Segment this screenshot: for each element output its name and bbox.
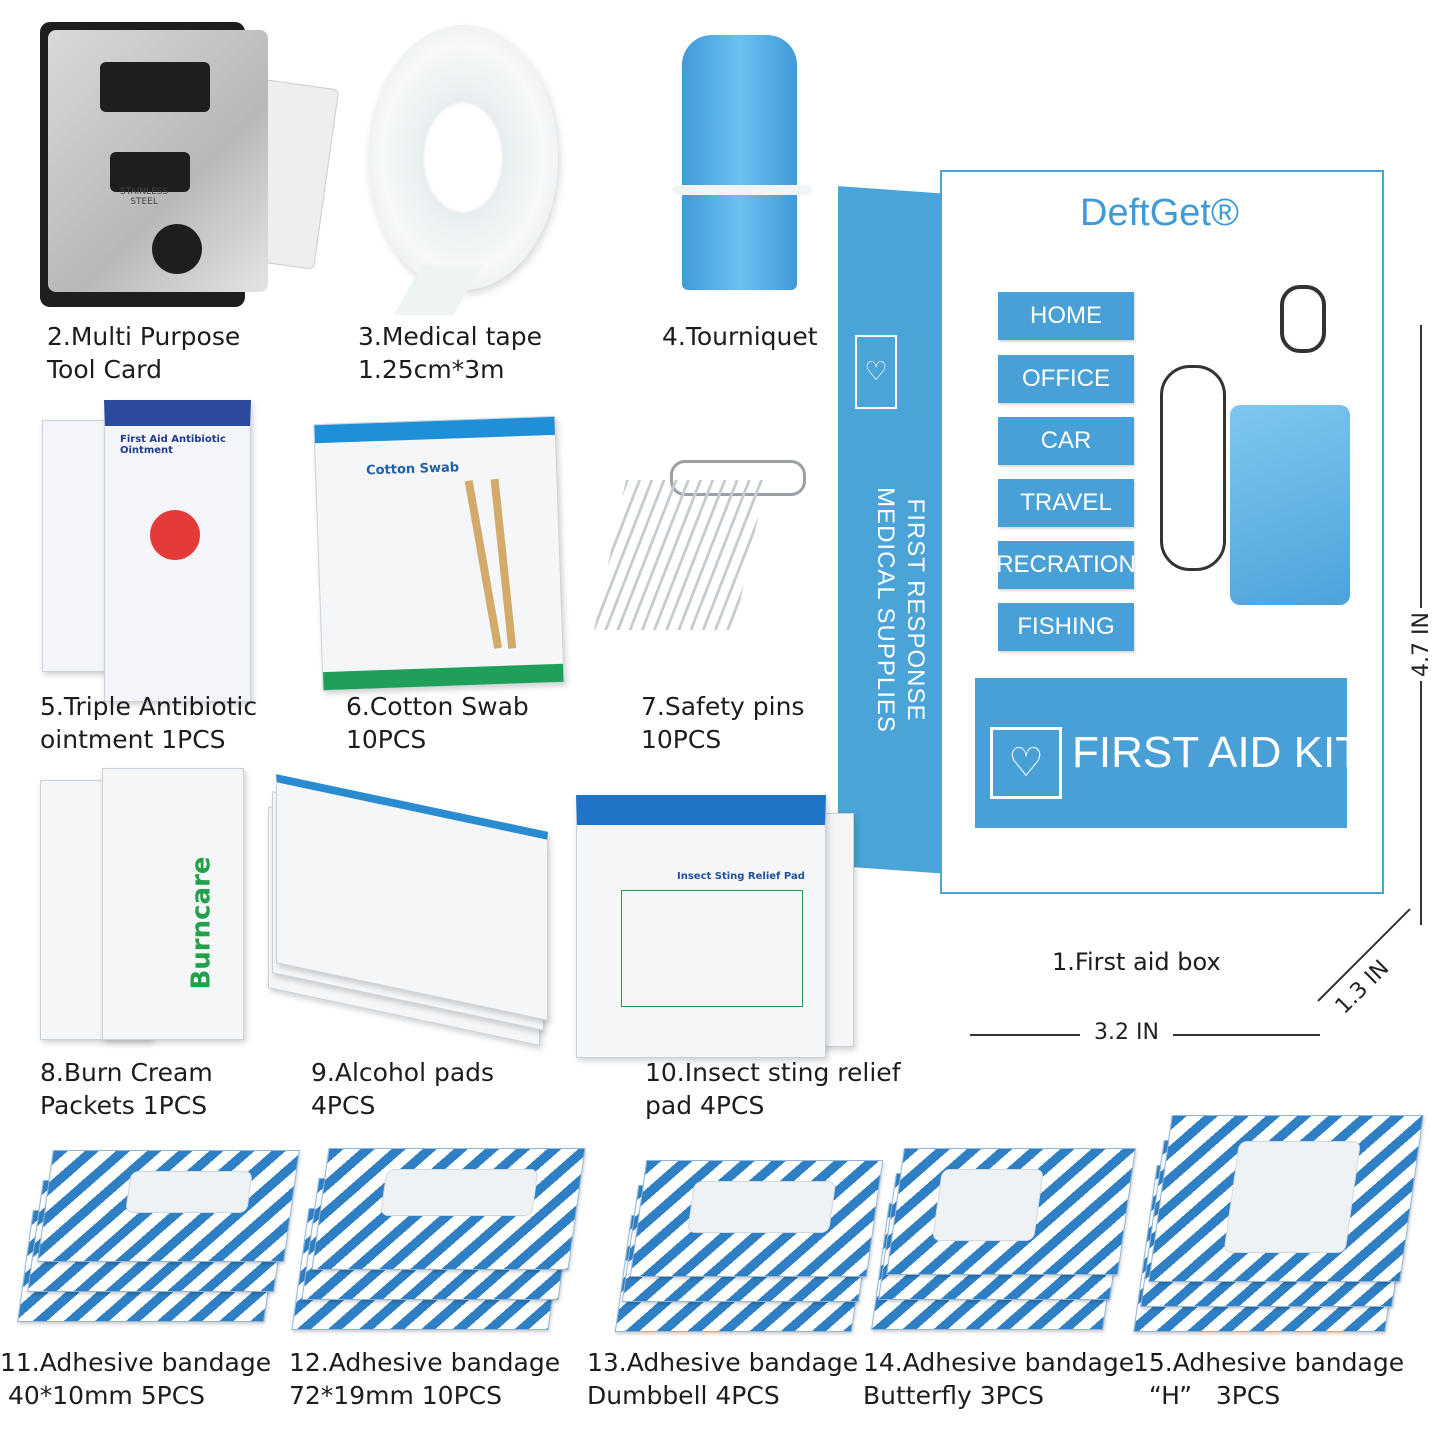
- cotton-swab-image: Cotton Swab: [313, 415, 565, 692]
- tool-card-image: STAINLESS STEEL: [40, 22, 340, 307]
- bandage-butterfly-image: [871, 1148, 1136, 1338]
- burn-cream-image: Burncare: [40, 768, 245, 1040]
- banner: [975, 678, 1347, 828]
- box-side-text: FIRST RESPONSE MEDICAL SUPPLIES: [872, 487, 929, 733]
- insect-sting-print: Insect Sting Relief Pad: [677, 871, 805, 882]
- insect-sting-image: Insect Sting Relief Pad: [576, 795, 856, 1058]
- antibiotic-image: First Aid Antibiotic Ointment: [42, 400, 252, 702]
- use-fishing: FISHING: [998, 603, 1134, 651]
- bandage-40x10-image: [15, 1150, 300, 1335]
- item-label-bandage-dumbbell: 13.Adhesive bandage Dumbbell 4PCS: [587, 1348, 859, 1410]
- antibiotic-print: First Aid Antibiotic Ointment: [120, 434, 226, 456]
- item-label-alcohol-pads: 9.Alcohol pads 4PCS: [311, 1058, 495, 1120]
- use-travel: TRAVEL: [998, 479, 1134, 527]
- item-label-bandage-72x19: 12.Adhesive bandage 72*19mm 10PCS: [289, 1348, 561, 1410]
- cotton-swab-print: Cotton Swab: [365, 460, 460, 479]
- tool-card-print: STAINLESS STEEL: [120, 187, 169, 207]
- brand-name: DeftGet®: [1080, 192, 1239, 234]
- heart-banner-icon: ♡: [990, 727, 1062, 799]
- use-home: HOME: [998, 292, 1134, 340]
- item-label-insect-sting: 10.Insect sting relief pad 4PCS: [645, 1058, 901, 1120]
- use-car: CAR: [998, 417, 1134, 465]
- item-label-antibiotic: 5.Triple Antibiotic ointment 1PCS: [40, 692, 258, 754]
- item-label-burn-cream: 8.Burn Cream Packets 1PCS: [40, 1058, 213, 1120]
- bandage-72x19-image: [290, 1148, 586, 1338]
- item-label-cotton-swab: 6.Cotton Swab 10PCS: [346, 692, 529, 754]
- item-label-bandage-40x10: 11.Adhesive bandage 40*10mm 5PCS: [0, 1348, 272, 1410]
- item-label-safety-pins: 7.Safety pins 10PCS: [641, 692, 805, 754]
- item-label-tourniquet: 4.Tourniquet: [662, 322, 818, 351]
- item-label-first-aid-box: 1.First aid box: [1052, 948, 1221, 976]
- alcohol-pads-image: [258, 774, 553, 1046]
- bandage-dumbbell-image: [614, 1160, 884, 1340]
- safety-pins-image: [594, 460, 810, 650]
- medical-tape-image: [368, 25, 558, 315]
- item-label-bandage-butterfly: 14.Adhesive bandage Butterfly 3PCS: [863, 1348, 1135, 1410]
- item-label-tool-card: 2.Multi Purpose Tool Card: [47, 322, 241, 384]
- heart-logo-icon: ♡: [855, 335, 897, 409]
- banner-title: FIRST AID KIT: [1072, 728, 1363, 777]
- depth-dim: 1.3 IN: [1330, 955, 1395, 1020]
- bandage-h-image: [1133, 1115, 1424, 1340]
- height-dim: 4.7 IN: [1408, 608, 1432, 681]
- waterproof-case-image: [1160, 285, 1370, 645]
- item-label-medical-tape: 3.Medical tape 1.25cm*3m: [358, 322, 542, 384]
- width-dim: 3.2 IN: [1080, 1020, 1173, 1045]
- burn-cream-print: Burncare: [186, 856, 217, 990]
- use-recreation: RECRATION: [996, 541, 1136, 589]
- item-label-bandage-h: 15.Adhesive bandage “H” 3PCS: [1133, 1348, 1405, 1410]
- tourniquet-image: [672, 35, 827, 290]
- use-office: OFFICE: [998, 355, 1134, 403]
